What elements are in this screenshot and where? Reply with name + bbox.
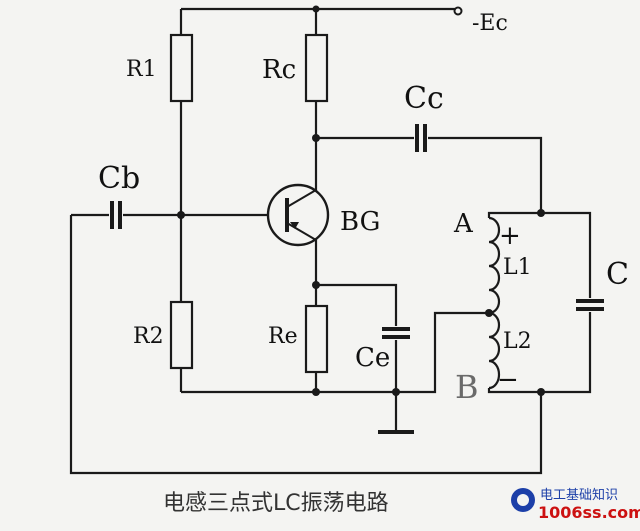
resistor-rc bbox=[304, 33, 329, 103]
resistor-r1 bbox=[169, 33, 194, 103]
label-rc: Rc bbox=[262, 55, 296, 85]
label-minus: − bbox=[497, 365, 519, 395]
label-cc: Cc bbox=[404, 81, 444, 116]
label-l1: L1 bbox=[503, 255, 532, 280]
capacitor-cc bbox=[414, 123, 428, 153]
label-plus: + bbox=[499, 221, 521, 251]
feedback-wire bbox=[69, 215, 543, 475]
capacitor-cb bbox=[109, 200, 123, 230]
tap-b-wire bbox=[396, 311, 489, 394]
resistor-r2 bbox=[169, 300, 194, 370]
capacitor-ce bbox=[381, 326, 411, 340]
transistor-bg bbox=[266, 183, 330, 247]
label-r1: R1 bbox=[126, 57, 157, 82]
supply-label: -Ec bbox=[472, 11, 508, 36]
watermark-site: 电工基础知识 bbox=[540, 487, 618, 503]
label-bg: BG bbox=[340, 207, 380, 237]
diagram-caption: 电感三点式LC振荡电路 bbox=[163, 491, 389, 516]
label-tap-b: B bbox=[455, 368, 479, 406]
label-re: Re bbox=[268, 324, 298, 349]
resistor-re bbox=[304, 304, 329, 374]
capacitor-c bbox=[575, 298, 605, 312]
watermark-url: 1006ss.com bbox=[538, 503, 640, 522]
cc-wire bbox=[316, 136, 543, 213]
label-r2: R2 bbox=[133, 324, 164, 349]
junction-dots bbox=[177, 5, 545, 396]
supply-terminal bbox=[453, 6, 463, 16]
label-c: C bbox=[606, 257, 629, 292]
label-ce: Ce bbox=[355, 343, 390, 373]
ce-wire bbox=[316, 283, 398, 392]
inductor-l1-l2 bbox=[488, 216, 501, 390]
label-tap-a: A bbox=[453, 209, 474, 239]
watermark: 电工基础知识 1006ss.com bbox=[511, 487, 640, 522]
label-l2: L2 bbox=[503, 329, 532, 354]
label-cb: Cb bbox=[98, 161, 140, 196]
